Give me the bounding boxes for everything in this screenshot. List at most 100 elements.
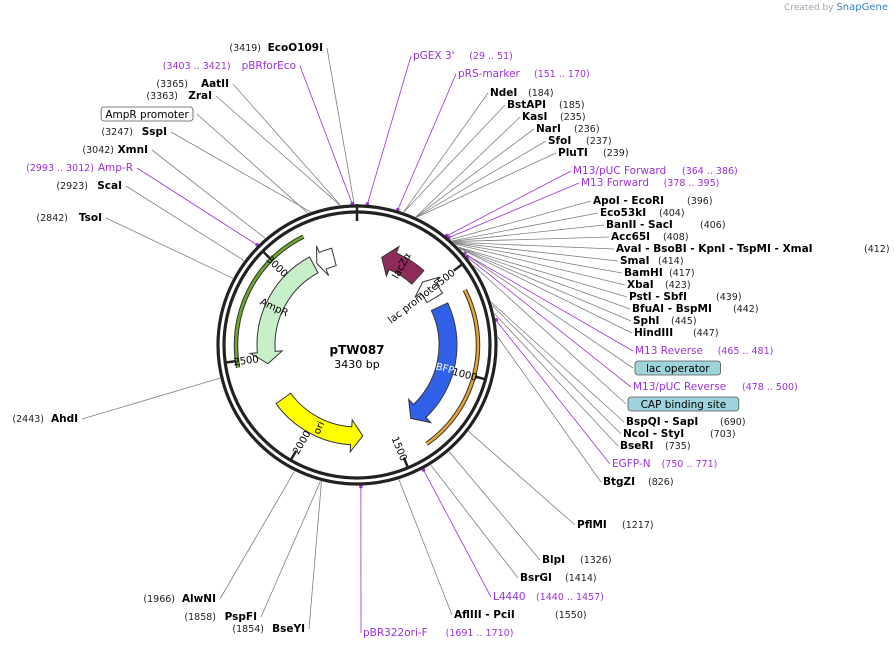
label-name: AmpR promoter — [105, 109, 189, 121]
label-acc65i[interactable]: Acc65I(408) — [611, 231, 689, 243]
label-hindiii[interactable]: HindIII(447) — [634, 327, 719, 339]
label-cap-binding-site[interactable]: CAP binding site — [627, 396, 740, 412]
label-ecoo109i[interactable]: EcoO109I(3419) — [229, 42, 323, 54]
label-sphi[interactable]: SphI(445) — [633, 315, 697, 327]
label-bstapi[interactable]: BstAPI(185) — [507, 99, 585, 111]
feature-ori[interactable] — [275, 392, 364, 454]
label-pspfi[interactable]: PspFI(1858) — [184, 611, 257, 623]
label-kasi[interactable]: KasI(235) — [522, 111, 586, 123]
label-coord: (404) — [659, 208, 685, 219]
label-m13-reverse[interactable]: M13 Reverse(465 .. 481) — [635, 345, 773, 357]
label-name: ApoI - EcoRI — [593, 195, 664, 207]
label-btgzi[interactable]: BtgZI(826) — [603, 476, 674, 488]
label-m13-puc-forward[interactable]: M13/pUC Forward(364 .. 386) — [573, 165, 738, 177]
label-coord: (478 .. 500) — [742, 382, 798, 393]
label-coord: (406) — [700, 220, 726, 231]
label-name: SmaI — [620, 255, 650, 267]
label-smai[interactable]: SmaI(414) — [620, 255, 684, 267]
label-psti-sbfi[interactable]: PstI - SbfI(439) — [629, 291, 742, 303]
label-zrai[interactable]: ZraI(3363) — [146, 90, 212, 102]
label-coord: (151 .. 170) — [534, 69, 590, 80]
label-bseri[interactable]: BseRI(735) — [620, 440, 691, 452]
leader-line — [215, 95, 341, 206]
label-prs-marker[interactable]: pRS-marker (151 .. 170) — [458, 68, 590, 80]
leader-line — [326, 47, 355, 205]
label-ahdi[interactable]: AhdI(2443) — [12, 413, 78, 425]
label-bseyi[interactable]: BseYI(1854) — [232, 623, 305, 635]
label-coord: (378 .. 395) — [664, 178, 720, 189]
feature-ampr[interactable] — [248, 256, 319, 365]
label-coord: (1966) — [143, 594, 175, 605]
leader-line — [453, 241, 615, 250]
label-afliii-pcii[interactable]: AflIII - PciI(1550) — [454, 609, 587, 621]
label-apoi-ecori[interactable]: ApoI - EcoRI (396) — [593, 195, 713, 207]
label-blpi[interactable]: BlpI(1326) — [542, 554, 612, 566]
label-l4440[interactable]: L4440(1440 .. 1457) — [493, 591, 604, 603]
label-bfuai-bspmi[interactable]: BfuAI - BspMI(442) — [632, 303, 759, 315]
label-sfoi[interactable]: SfoI (237) — [548, 135, 612, 147]
feature-ampr-promoter[interactable] — [316, 245, 337, 276]
feature-lac-promoter[interactable] — [414, 276, 444, 304]
label-avai-bsobi-kpni-tspmi-xmai[interactable]: AvaI - BsoBI - KpnI - TspMI - XmaI(412) — [616, 243, 890, 255]
outer-arc — [425, 289, 480, 445]
label-name: CAP binding site — [641, 399, 727, 411]
label-name: HindIII — [634, 327, 673, 339]
leader-line — [497, 336, 602, 483]
label-name: SfoI — [548, 135, 571, 147]
label-lac-operator[interactable]: lac operator — [634, 360, 721, 376]
label-coord: (396) — [687, 196, 713, 207]
leader-line — [448, 182, 580, 239]
leader-line — [466, 256, 632, 388]
label-xmni[interactable]: XmnI(3042) — [82, 144, 148, 156]
label-name: XbaI — [627, 279, 654, 291]
label-pflmi[interactable]: PflMI(1217) — [577, 519, 654, 531]
leader-line — [403, 92, 489, 213]
leader-line — [308, 481, 322, 630]
label-aatii[interactable]: AatII(3365) — [156, 78, 229, 90]
leader-line — [415, 128, 535, 218]
label-name: AflIII - PciI — [454, 609, 515, 621]
label-egfp-n[interactable]: EGFP-N(750 .. 771) — [612, 458, 717, 470]
leader-line — [219, 471, 295, 600]
feature-ebfp2[interactable] — [408, 302, 458, 424]
label-name: KasI — [522, 111, 547, 123]
label-pluti[interactable]: PluTI(239) — [558, 147, 629, 159]
label-alwni[interactable]: AlwNI(1966) — [143, 593, 216, 605]
label-scai[interactable]: ScaI(2923) — [56, 180, 122, 192]
label-ndei[interactable]: NdeI(184) — [490, 87, 554, 99]
label-banii-saci[interactable]: BanII - SacI(406) — [606, 219, 726, 231]
label-ampr-promoter[interactable]: AmpR promoter — [100, 106, 194, 122]
label-coord: (735) — [665, 441, 691, 452]
label-coord: (1414) — [565, 573, 597, 584]
label-xbai[interactable]: XbaI(423) — [627, 279, 691, 291]
label-tsoi[interactable]: TsoI(2842) — [36, 212, 102, 224]
label-name: NcoI - StyI — [623, 428, 684, 440]
label-bspqi-sapi[interactable]: BspQI - SapI(690) — [626, 416, 746, 428]
label-sspi[interactable]: SspI(3247) — [101, 126, 167, 138]
leader-line — [136, 167, 258, 246]
label-coord: (2923) — [56, 181, 88, 192]
label-coord: (442) — [733, 304, 759, 315]
leader-line — [430, 464, 519, 579]
label-amp-r[interactable]: Amp-R(2993 .. 3012) — [26, 162, 133, 174]
label-name: pRS-marker — [458, 68, 521, 80]
label-m13-puc-reverse[interactable]: M13/pUC Reverse(478 .. 500) — [633, 381, 798, 393]
label-ncoi-styi[interactable]: NcoI - StyI(703) — [623, 428, 736, 440]
label-bamhi[interactable]: BamHI(417) — [624, 267, 695, 279]
label-m13-forward[interactable]: M13 Forward(378 .. 395) — [581, 177, 719, 189]
label-bsrgi[interactable]: BsrGI(1414) — [520, 572, 597, 584]
feature-lacz[interactable] — [381, 245, 425, 285]
label-pgex-3[interactable]: pGEX 3'(29 .. 51) — [413, 50, 513, 62]
leader-line — [416, 152, 557, 218]
label-coord: (412) — [864, 244, 890, 255]
label-pbrforeco[interactable]: pBRforEco(3403 .. 3421) — [163, 60, 296, 72]
label-coord: (237) — [586, 136, 612, 147]
label-eco53ki[interactable]: Eco53kI(404) — [600, 207, 685, 219]
label-coord: (3365) — [156, 79, 188, 90]
leader-line — [422, 469, 492, 598]
feature-label: ori — [312, 420, 327, 436]
label-pbr322ori-f[interactable]: pBR322ori-F(1691 .. 1710) — [363, 627, 513, 639]
label-name: Amp-R — [98, 162, 133, 174]
leader-line — [450, 200, 592, 240]
label-nari[interactable]: NarI(236) — [536, 123, 600, 135]
